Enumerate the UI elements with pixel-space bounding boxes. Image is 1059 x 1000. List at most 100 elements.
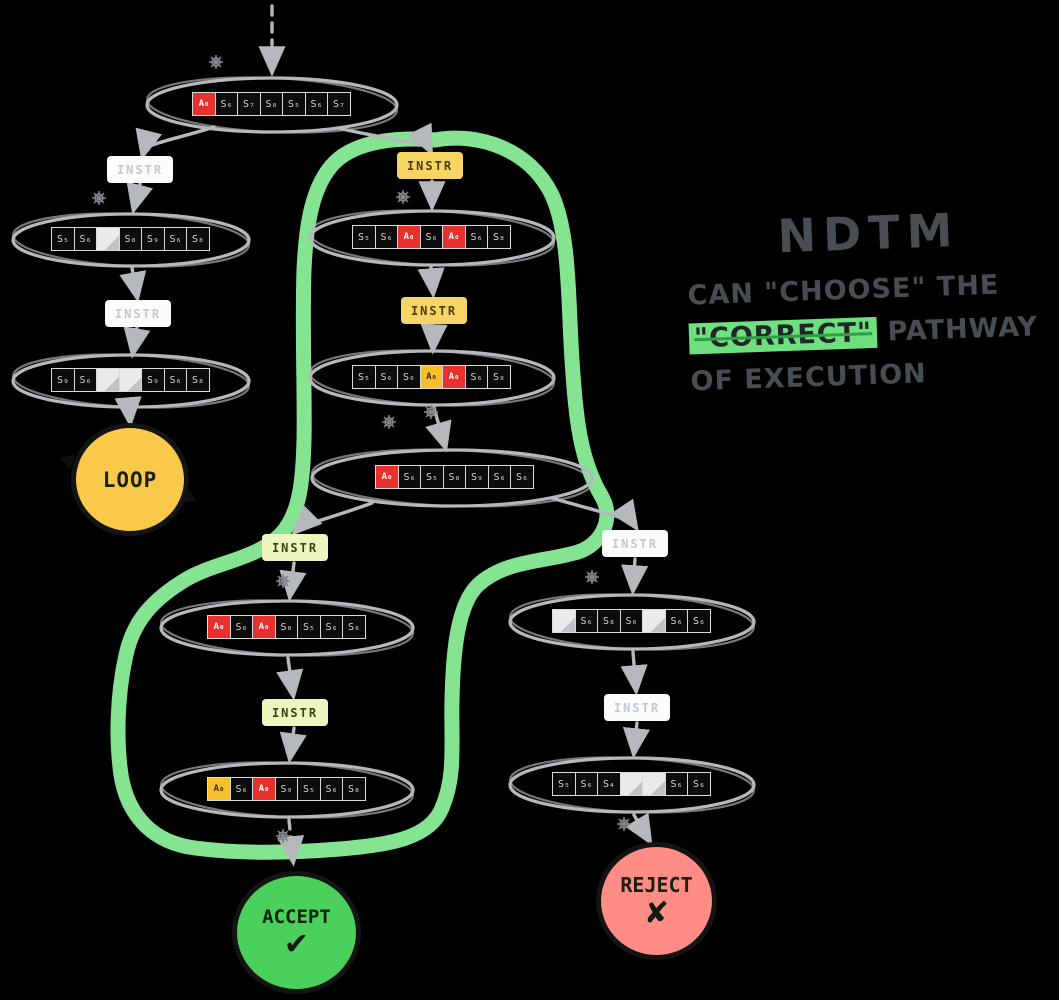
- tape-cell: S₆: [342, 615, 366, 639]
- correct-path-highlight: [110, 130, 615, 860]
- tape-cell: S₆: [397, 465, 422, 489]
- tape-cell: S₉: [141, 368, 165, 392]
- tape-cell: S₈: [274, 615, 299, 639]
- tape-cell: S₆: [214, 92, 239, 116]
- instr-box-accept-2: INSTR: [262, 699, 328, 726]
- tape-cell: S₆: [510, 465, 534, 489]
- tape-cell: S₅: [352, 365, 376, 389]
- tape-cell: S₈: [487, 225, 511, 249]
- tape-cell: S₉: [141, 227, 165, 251]
- reject-terminal: REJECT ✘: [596, 842, 717, 960]
- tape-cell: S₆: [374, 365, 399, 389]
- tape-cell: A₀: [252, 777, 276, 801]
- annotation-line-3: OF EXECUTION: [690, 358, 928, 398]
- tape-cell: S₆: [574, 772, 599, 796]
- instr-box-reject-2: INSTR: [604, 694, 670, 721]
- tape-cell: S₇: [237, 92, 261, 116]
- instr-box-mid-1: INSTR: [397, 152, 463, 179]
- tape-cell: A₀: [207, 777, 231, 801]
- tape-cell: S₅: [51, 227, 75, 251]
- tape-cell: S₆: [397, 365, 421, 389]
- tape-cell: S₉: [274, 777, 299, 801]
- instr-box-mid-2: INSTR: [401, 297, 467, 324]
- tape-cell: [96, 368, 120, 392]
- tape-cell: S₉: [51, 368, 75, 392]
- tape-cell: S₆: [487, 465, 512, 489]
- tape-cell: S₆: [73, 368, 98, 392]
- annotation-line-2: "CORRECT" PATHWAY: [688, 311, 1059, 355]
- tape-cell: S₆: [419, 225, 444, 249]
- tape-cell: S₆: [319, 615, 344, 639]
- tape-cell: S₆: [163, 368, 188, 392]
- tape-cell: S₆: [687, 609, 711, 633]
- state-icon: [585, 570, 599, 584]
- state-icon: [382, 415, 396, 429]
- tape-cell: S₆: [619, 609, 644, 633]
- loop-terminal: LOOP: [71, 423, 189, 536]
- tape-cell: S₆: [374, 225, 399, 249]
- instr-box-accept-1: INSTR: [262, 534, 328, 561]
- annotation-highlight: "CORRECT": [688, 316, 878, 355]
- tape-cell: [642, 609, 666, 633]
- tape-cell: A₀: [252, 615, 276, 639]
- tape-cell: [642, 772, 666, 796]
- tape-cell: A₀: [192, 92, 216, 116]
- tape-cell: S₆: [304, 92, 329, 116]
- tape-cell: S₆: [574, 609, 599, 633]
- tape-cell: A₀: [375, 465, 399, 489]
- instr-box-left-1: INSTR: [107, 156, 173, 183]
- tape-cell: S₄: [597, 772, 621, 796]
- tape-cell: [619, 772, 644, 796]
- state-icon: [209, 55, 223, 69]
- tape-cell: [552, 609, 576, 633]
- state-icon: [617, 817, 631, 831]
- annotation-line-2-rest: PATHWAY: [876, 311, 1039, 348]
- accept-terminal: ACCEPT ✔: [232, 871, 361, 994]
- tape-cell: S₈: [442, 465, 467, 489]
- tape-cell: S₉: [465, 465, 489, 489]
- tape-cell: [96, 227, 120, 251]
- tape-cell: S₅: [352, 225, 376, 249]
- tape-cell: S₈: [259, 92, 284, 116]
- cross-icon: ✘: [643, 896, 670, 931]
- tape-cell: S₆: [664, 772, 689, 796]
- annotation-line-1: CAN "CHOOSE" THE: [687, 269, 1000, 312]
- tape-cell: S₈: [597, 609, 621, 633]
- tape-cell: [118, 368, 143, 392]
- tape-cell: A₀: [442, 225, 466, 249]
- instr-box-left-2: INSTR: [105, 300, 171, 327]
- reject-label: REJECT: [620, 873, 693, 897]
- check-icon: ✔: [283, 926, 310, 962]
- tape-cell: A₀: [397, 225, 421, 249]
- state-icon: [276, 829, 290, 843]
- annotation-title: NDTM: [776, 202, 961, 264]
- tape-cell: S₅: [297, 777, 321, 801]
- tape-cell: S₅: [552, 772, 576, 796]
- state-icons: [92, 55, 631, 843]
- tape-cell: A₀: [419, 365, 444, 389]
- tape-cell: S₅: [297, 615, 321, 639]
- tape-cell: S₆: [163, 227, 188, 251]
- state-icon: [92, 191, 106, 205]
- state-icon: [276, 574, 290, 588]
- tape-cell: S₆: [229, 615, 254, 639]
- tape-cell: S₅: [282, 92, 306, 116]
- tape-cell: A₀: [442, 365, 466, 389]
- tape-cell: S₅: [420, 465, 444, 489]
- annotation: NDTM CAN "CHOOSE" THE "CORRECT" PATHWAY …: [685, 200, 1059, 410]
- tape-cell: S₈: [186, 227, 210, 251]
- flow-arrows: [114, 4, 653, 867]
- instr-box-reject-1: INSTR: [602, 530, 668, 557]
- tape-cell: S₇: [327, 92, 351, 116]
- tape-cell: S₆: [319, 777, 344, 801]
